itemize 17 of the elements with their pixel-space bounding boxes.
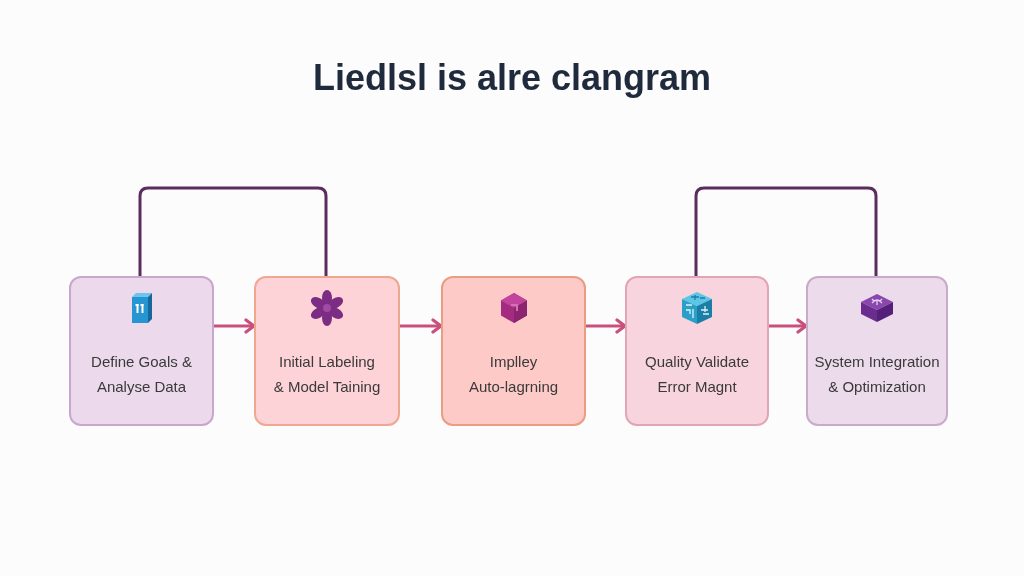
connector-line — [694, 186, 878, 278]
connector-line — [138, 186, 328, 278]
diagram-title: Liedlsl is alre clangram — [312, 56, 712, 100]
box-label: Initial Labeling & Model Taining — [273, 351, 381, 397]
box-label: Quality Validate Error Magnt — [644, 351, 750, 397]
process-box — [625, 276, 769, 426]
arrow — [212, 318, 256, 334]
process-box — [69, 276, 214, 426]
arrow — [398, 318, 443, 334]
arrow — [767, 318, 808, 334]
box-label: Define Goals & Analyse Data — [90, 351, 193, 397]
process-box — [254, 276, 400, 426]
arrow — [584, 318, 627, 334]
process-box — [441, 276, 586, 426]
process-box — [806, 276, 948, 426]
box-label: Implley Auto-lagrning — [467, 351, 560, 397]
box-label: System Integration & Optimization — [813, 351, 941, 397]
